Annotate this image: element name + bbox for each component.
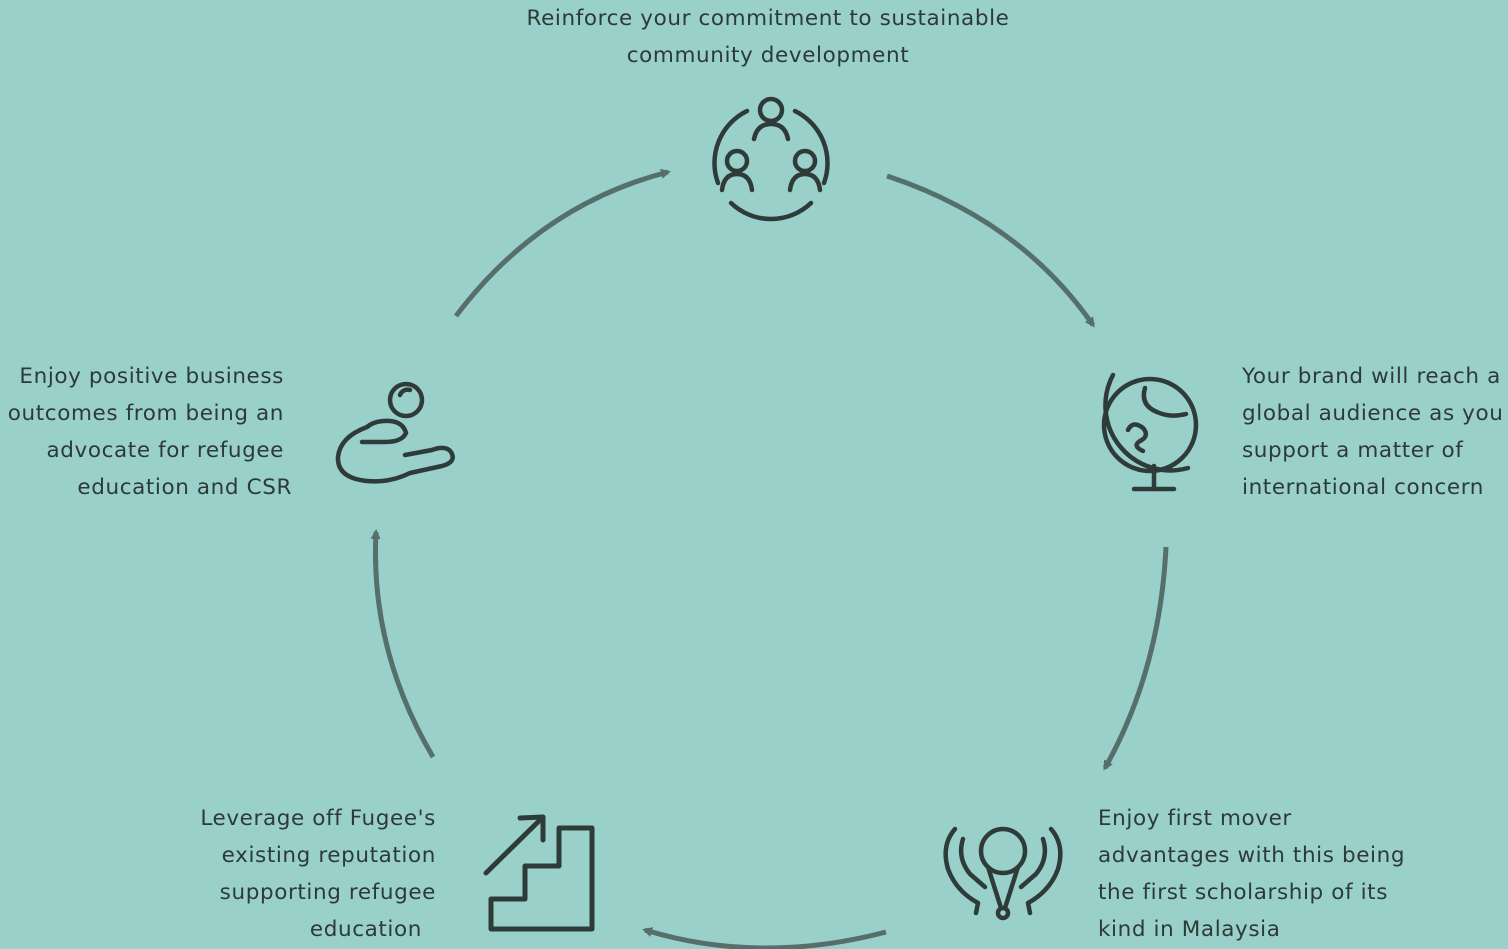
text-line: Enjoy first mover [1098,806,1292,831]
node-text-first-mover: Enjoy first mover advantages with this b… [1098,800,1405,948]
text-line: Enjoy positive business [19,364,284,389]
text-line: international concern [1242,475,1485,500]
text-line: advantages with this being [1098,843,1406,868]
text-line: advocate for refugee [46,438,284,463]
text-line: kind in Malaysia [1098,917,1281,942]
text-line: supporting refugee [219,880,436,905]
node-text-global: Your brand will reach a global audience … [1242,358,1503,506]
text-line: community development [626,43,910,68]
text-line: the first scholarship of its [1098,880,1389,905]
arrow-business-to-community [454,168,671,318]
arrow-first-mover-to-reputation [642,927,887,949]
cycle-arrows [370,168,1169,949]
text-line: Your brand will reach a [1242,364,1501,389]
node-text-business: Enjoy positive business outcomes from be… [8,358,292,506]
arrow-reputation-to-business [370,529,436,759]
text-line: Leverage off Fugee's [200,806,436,831]
arrow-community-to-global [886,173,1096,328]
hand-coin-icon [335,381,455,484]
globe-icon [1101,372,1199,492]
text-line: education [309,917,422,942]
stairs-arrow-icon [483,814,595,932]
arrow-global-to-first-mover [1102,546,1169,771]
text-line: support a matter of [1242,438,1464,463]
node-text-community: Reinforce your commitment to sustainable… [0,0,1508,74]
community-circle-icon [712,96,830,222]
text-line: education and CSR [77,475,292,500]
lightbulb-hands-icon [943,826,1063,921]
text-line: existing reputation [221,843,436,868]
text-line: Reinforce your commitment to sustainable [526,6,1010,31]
text-line: outcomes from being an [7,401,284,426]
node-text-reputation: Leverage off Fugee's existing reputation… [200,800,436,948]
text-line: global audience as you [1242,401,1504,426]
